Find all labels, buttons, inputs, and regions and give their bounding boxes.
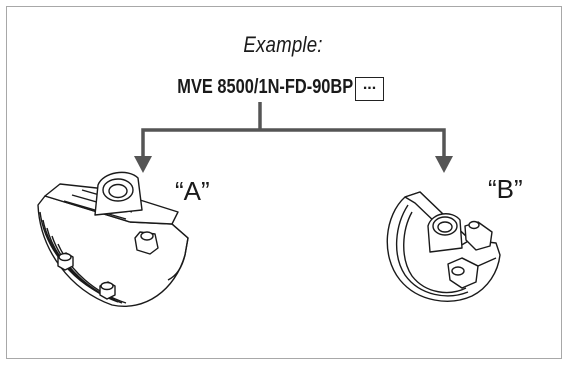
- arrow-head-right: [435, 156, 453, 173]
- arrow-branch: [141, 128, 446, 158]
- vibrator-weight-a: [37, 171, 189, 307]
- suffix-placeholder-box: ...: [355, 77, 384, 101]
- example-label: Example:: [243, 32, 323, 57]
- branch-arrow: [141, 102, 446, 158]
- variant-a-label: “A”: [175, 176, 210, 206]
- arrow-head-left: [134, 156, 152, 173]
- vibrator-weight-b: [386, 191, 501, 302]
- model-code-row: MVE 8500/1N-FD-90BP: [0, 76, 566, 99]
- model-code: MVE 8500/1N-FD-90BP: [177, 76, 353, 98]
- variant-b-label: “B”: [488, 174, 523, 204]
